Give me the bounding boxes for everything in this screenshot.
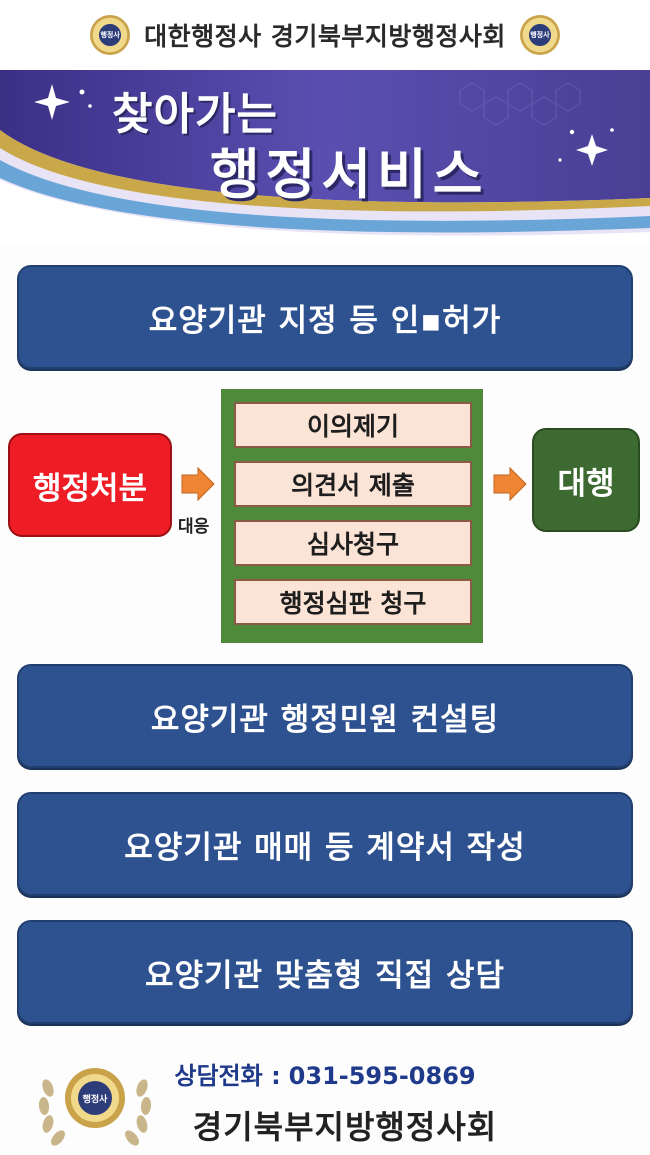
arrow-right-icon [493,466,527,502]
banner-title-line2: 행정서비스 [210,143,489,206]
laurel-emblem-icon: 행정사 [38,1068,152,1146]
service-label: 요양기관 매매 등 계약서 작성 [124,829,526,866]
option-item-review: 심사청구 [234,520,472,566]
top-header: 행정사 대한행정사 경기북부지방행정사회 행정사 [0,0,650,70]
proxy-service-label: 대행 [557,465,615,502]
administrative-action-box: 행정처분 [8,433,172,537]
option-item-opinion: 의견서 제출 [234,461,472,507]
service-box-licensing: 요양기관 지정 등 인▪허가 [17,265,633,369]
option-item-objection: 이의제기 [234,402,472,448]
option-item-appeal: 행정심판 청구 [234,579,472,625]
service-box-consulting: 요양기관 행정민원 컨설팅 [17,664,633,768]
footer-org-name: 경기북부지방행정사회 [192,1108,498,1146]
respond-label: 대응 [178,517,210,537]
service-banner: 찾아가는 행정서비스 [0,70,650,245]
association-emblem-icon: 행정사 [519,15,560,55]
phone-number[interactable]: 031-595-0869 [288,1062,476,1090]
svg-text:행정사: 행정사 [83,1093,109,1105]
phone-label: 상담전화 : [174,1062,281,1090]
service-label: 요양기관 맞춤형 직접 상담 [144,957,506,994]
administrative-action-label: 행정처분 [32,470,148,507]
sparkle-icon [34,84,614,166]
banner-background [0,70,650,245]
service-label: 요양기관 지정 등 인▪허가 [148,302,502,339]
association-title: 대한행정사 경기북부지방행정사회 [144,22,506,51]
service-box-consultation: 요양기관 맞춤형 직접 상담 [17,920,633,1024]
service-box-contract: 요양기관 매매 등 계약서 작성 [17,792,633,896]
service-label: 요양기관 행정민원 컨설팅 [150,701,500,738]
banner-title-line1: 찾아가는 [112,89,278,140]
arrow-right-icon [181,466,215,502]
proxy-service-box: 대행 [532,428,640,532]
response-options-frame: 이의제기 의견서 제출 심사청구 행정심판 청구 [221,389,483,643]
association-emblem-icon: 행정사 [90,15,131,55]
consultation-phone: 상담전화 :031-595-0869 [0,1056,650,1091]
